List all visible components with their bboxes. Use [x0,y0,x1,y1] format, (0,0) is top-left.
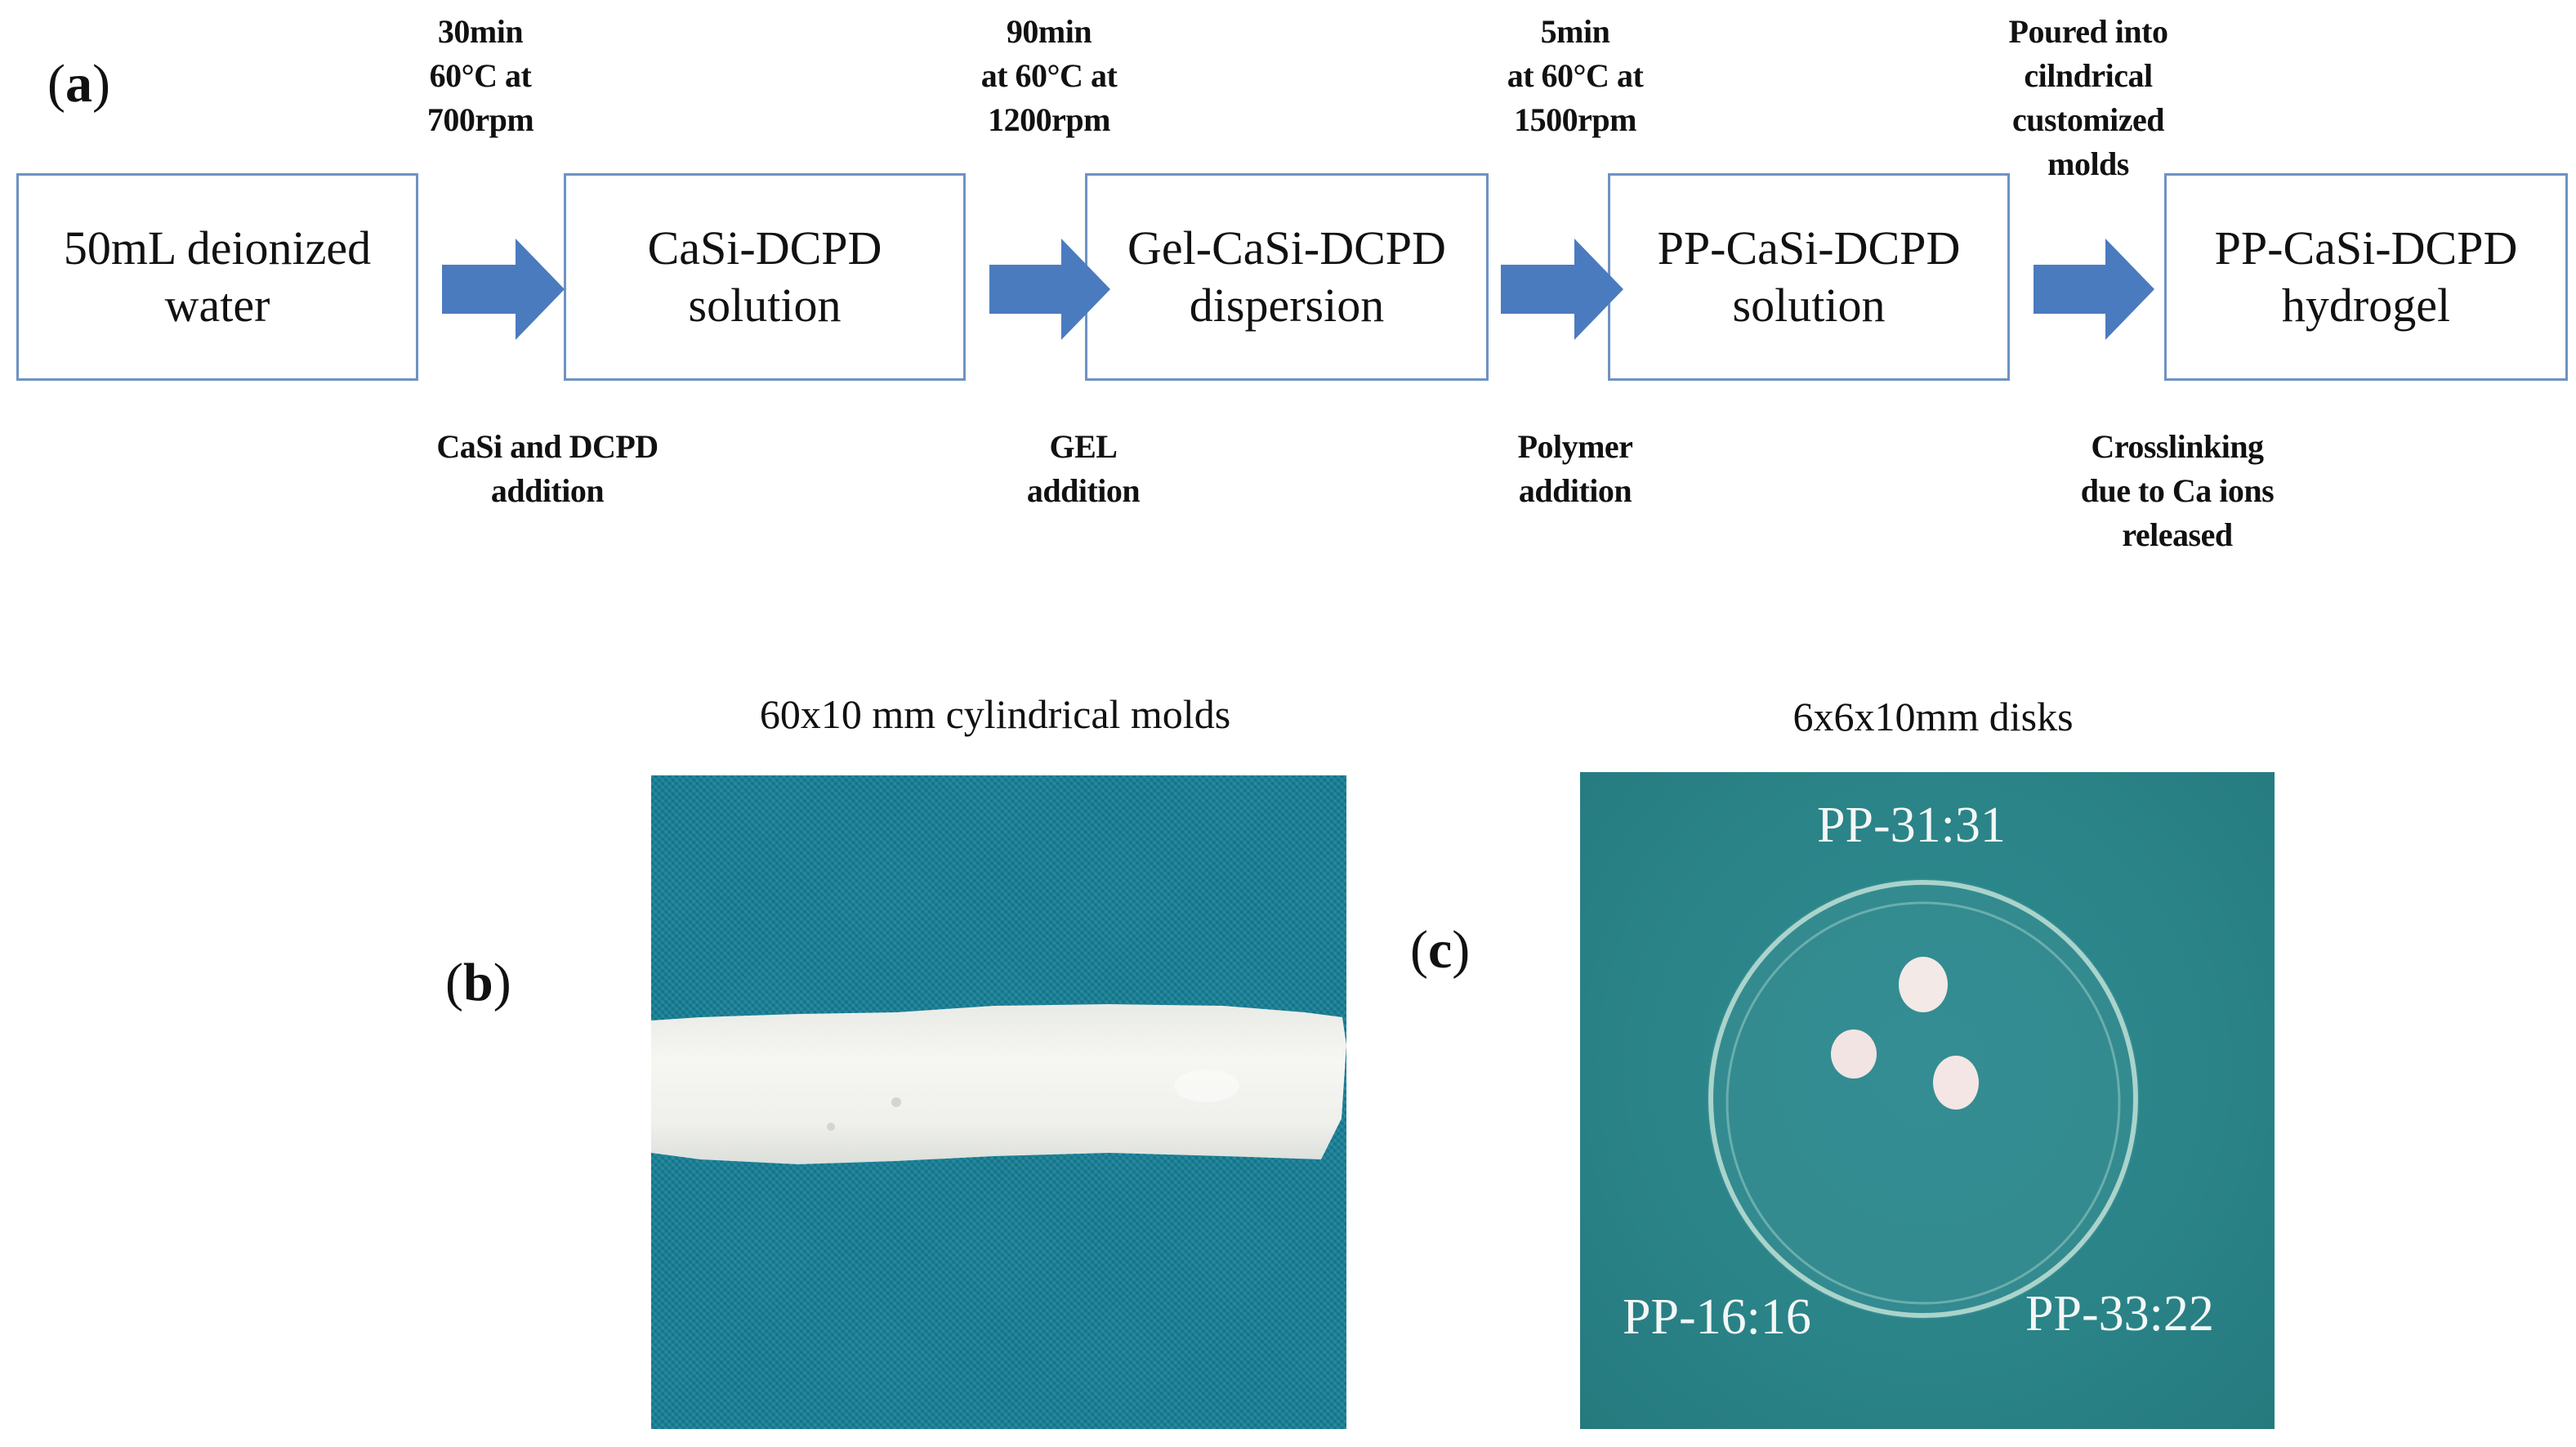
petri-dish-icon [1707,878,2140,1320]
note-line: 1200rpm [988,101,1110,138]
panel-a-label: (a) [47,57,110,111]
panel-letter: b [462,953,493,1012]
photo-petri-dish-disks: PP-31:31 PP-16:16 PP-33:22 [1580,772,2275,1429]
note-line: released [2122,516,2233,553]
note-line: Polymer [1517,428,1633,465]
action-note-2: GEL addition [1026,425,1141,513]
step-text-line2: dispersion [1189,279,1385,332]
paren-open: ( [47,54,65,114]
condition-note-2: 90min at 60°C at 1200rpm [981,10,1118,142]
disk-pp-33-22 [1933,1056,1979,1110]
paren-close: ) [92,54,110,114]
panel-letter: a [65,54,92,114]
sample-label-top: PP-31:31 [1817,797,2006,853]
step-box-pp-casi-dcpd-hydrogel: PP-CaSi-DCPD hydrogel [2164,173,2568,381]
note-line: at 60°C at [980,57,1118,94]
sample-label-bottom-right: PP-33:22 [2025,1286,2214,1342]
note-line: addition [1026,472,1141,509]
step-text-line1: 50mL deionized [63,221,372,275]
note-line: GEL [1049,428,1118,465]
note-line: due to Ca ions [2080,472,2275,509]
condition-note-4: Poured into cilndrical customized molds [2009,10,2168,186]
sample-label-bottom-left: PP-16:16 [1623,1289,1811,1345]
note-line: customized [2011,101,2165,138]
note-line: Crosslinking [2091,428,2264,465]
note-line: at 60°C at [1507,57,1644,94]
step-text-line2: solution [688,279,842,332]
action-note-3: Polymer addition [1518,425,1633,513]
note-line: 60°C at [429,57,532,94]
condition-note-3: 5min at 60°C at 1500rpm [1507,10,1644,142]
note-line: 30min [437,13,524,50]
note-line: cilndrical [2024,57,2153,94]
note-line: 1500rpm [1514,101,1636,138]
paren-close: ) [493,953,511,1012]
disk-pp-16-16 [1831,1029,1877,1079]
step-text-line2: water [164,279,270,332]
note-line: 700rpm [426,101,534,138]
step-text-line2: hydrogel [2281,279,2451,332]
right-arrow-icon [1501,239,1623,340]
panel-letter: c [1427,920,1453,980]
step-box-pp-casi-dcpd-solution: PP-CaSi-DCPD solution [1608,173,2010,381]
photo-cylindrical-hydrogel [651,775,1346,1429]
panel-c-label: (c) [1410,923,1470,977]
step-text-line1: PP-CaSi-DCPD [1657,221,1961,275]
right-arrow-icon [989,239,1110,340]
panel-b-label: (b) [445,956,511,1010]
note-line: addition [1518,472,1632,509]
step-text-line1: CaSi-DCPD [647,221,882,275]
right-arrow-icon [2034,239,2154,340]
condition-note-1: 30min 60°C at 700rpm [427,10,534,142]
right-arrow-icon [442,239,565,340]
hydrogel-cylinder-icon [651,1004,1346,1164]
paren-open: ( [1410,920,1428,980]
disk-pp-31-31 [1899,957,1948,1012]
step-text-line1: PP-CaSi-DCPD [2214,221,2518,275]
paren-open: ( [445,953,463,1012]
step-box-casi-dcpd-solution: CaSi-DCPD solution [564,173,966,381]
step-text-line2: solution [1732,279,1886,332]
note-line: Poured into [2008,13,2168,50]
note-line: 90min [1006,13,1092,50]
note-line: 5min [1540,13,1610,50]
action-note-1: CaSi and DCPD addition [436,425,659,513]
note-line: addition [490,472,605,509]
action-note-4: Crosslinking due to Ca ions released [2080,425,2275,557]
note-line: CaSi and DCPD [436,428,659,465]
note-line: molds [2047,145,2129,182]
panel-c-caption: 6x6x10mm disks [1792,694,2074,739]
paren-close: ) [1452,920,1471,980]
step-text-line1: Gel-CaSi-DCPD [1127,221,1446,275]
step-box-deionized-water: 50mL deionized water [16,173,418,381]
panel-b-caption: 60x10 mm cylindrical molds [759,691,1231,737]
step-box-gel-casi-dcpd-dispersion: Gel-CaSi-DCPD dispersion [1085,173,1489,381]
